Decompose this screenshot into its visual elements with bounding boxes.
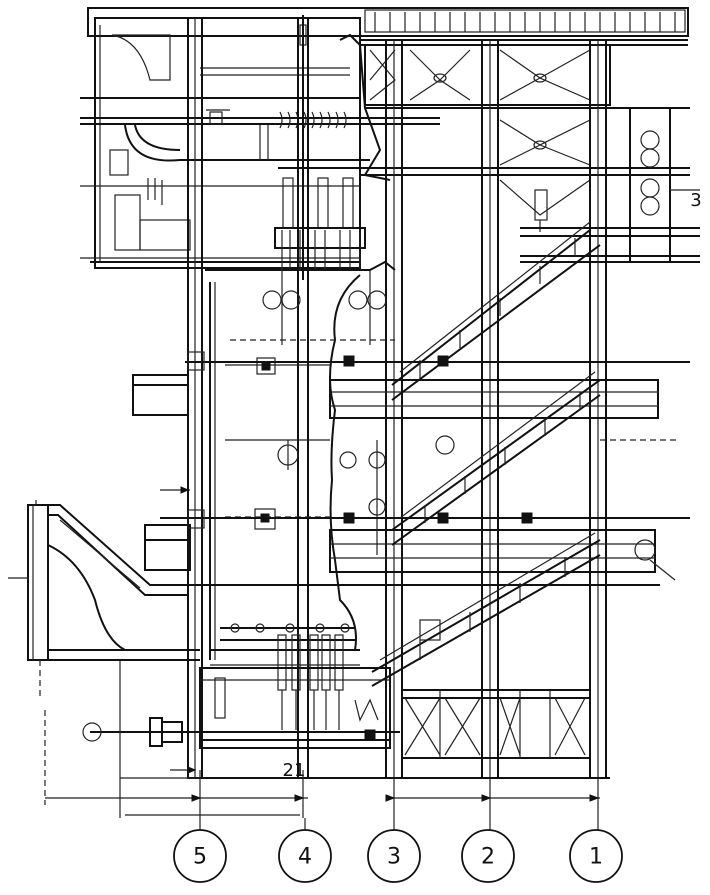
axis-marker-5: 5 [173,829,227,883]
furnace-body [205,260,396,660]
lower-bracing [190,689,610,779]
axis-marker-4: 4 [278,829,332,883]
dimension-mark: 21 [283,760,306,781]
lower-burners [82,623,400,749]
right-edge-mark: 3 [690,190,701,211]
main-columns [187,17,607,779]
axis-label-5: 5 [193,845,207,870]
axis-marker-1: 1 [569,829,623,883]
axis-marker-2: 2 [461,829,515,883]
left-air-duct [8,500,200,700]
upper-right-hoppers: 3 [339,33,702,263]
platforms [132,351,690,586]
axis-label-2: 2 [481,845,495,870]
upper-burners [230,159,395,345]
axis-label-4: 4 [298,845,312,870]
dimension-lines: 21 [44,486,600,818]
stairways [371,221,601,687]
axis-label-3: 3 [387,845,401,870]
axis-markers: 5 4 3 2 1 [173,812,623,883]
axis-label-1: 1 [589,845,603,870]
axis-marker-3: 3 [367,829,421,883]
